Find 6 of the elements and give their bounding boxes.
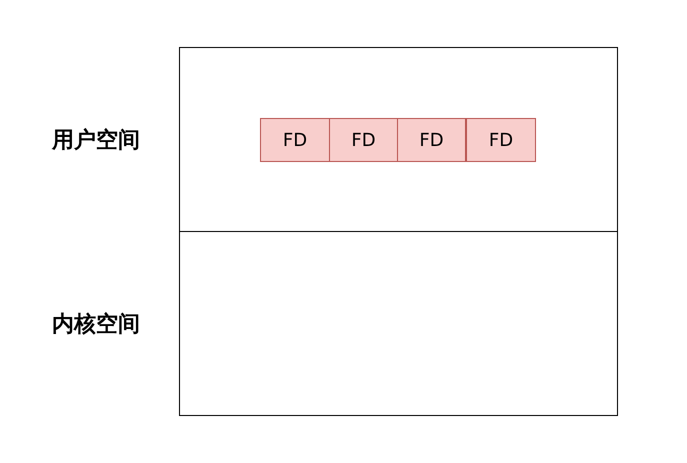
fd-slot: FD — [329, 118, 398, 162]
region-heading: 用户空间 — [52, 127, 140, 155]
fd-slot: FD — [466, 118, 536, 162]
fd-slot: FD — [397, 118, 466, 162]
region-heading: 内核空间 — [52, 310, 140, 338]
fd-slot: FD — [260, 118, 330, 162]
